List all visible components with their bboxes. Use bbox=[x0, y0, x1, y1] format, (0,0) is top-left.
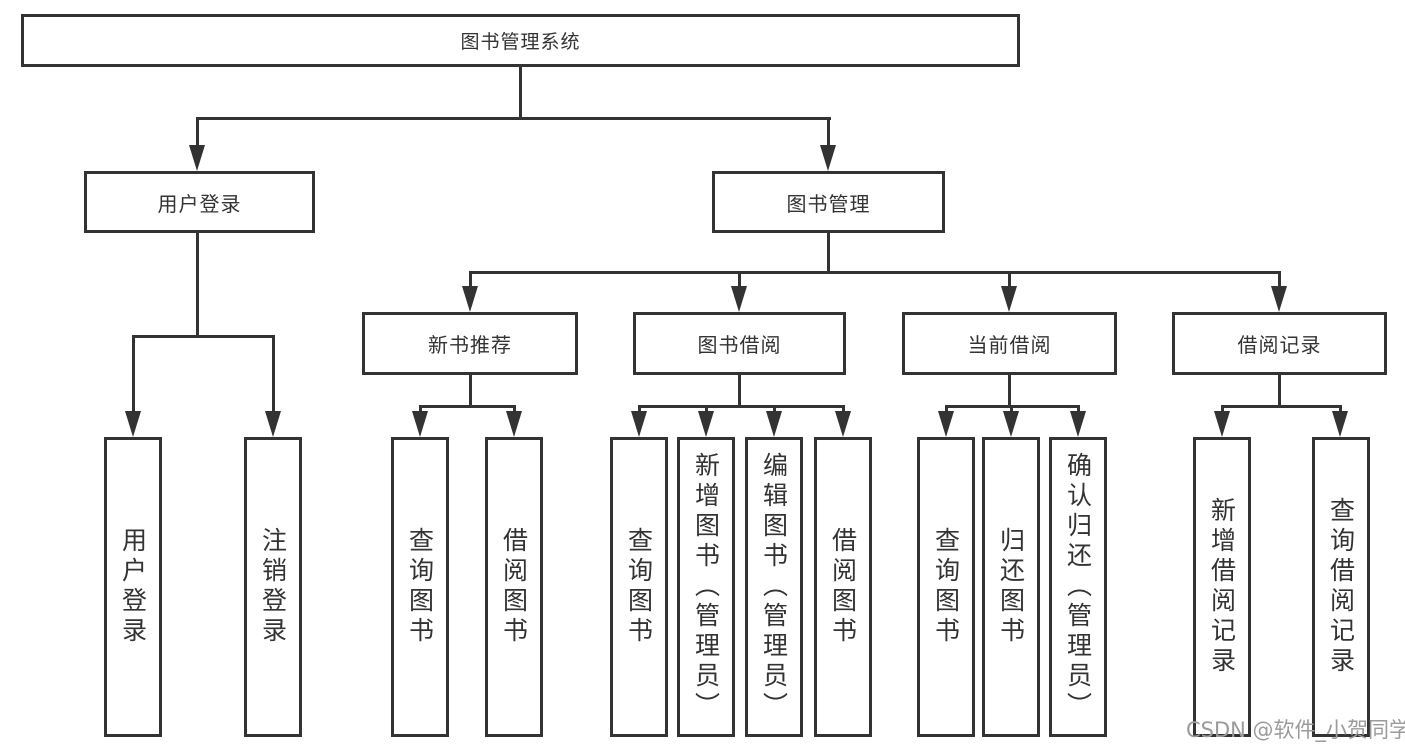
leaf-query-books: 查询图书 bbox=[391, 437, 449, 737]
arrow-head bbox=[766, 411, 782, 437]
connector-line bbox=[513, 405, 516, 413]
leaf-logout: 注销登录 bbox=[244, 437, 302, 737]
connector-line bbox=[638, 405, 641, 413]
connector-line bbox=[1008, 271, 1011, 288]
arrow-head bbox=[698, 411, 714, 437]
arrow-head bbox=[1001, 286, 1017, 312]
node-new-book-recommend: 新书推荐 bbox=[362, 312, 578, 375]
connector-line bbox=[519, 67, 522, 117]
node-book-borrowing: 图书借阅 bbox=[633, 312, 846, 375]
connector-line bbox=[419, 405, 515, 408]
connector-line bbox=[272, 335, 275, 413]
arrow-head bbox=[1070, 411, 1086, 437]
connector-line bbox=[638, 405, 844, 408]
arrow-head bbox=[462, 286, 478, 312]
node-borrowing-records: 借阅记录 bbox=[1172, 312, 1387, 375]
connector-line bbox=[1010, 405, 1013, 413]
connector-line bbox=[1278, 271, 1281, 288]
node-user-login: 用户登录 bbox=[84, 171, 315, 233]
connector-line bbox=[1221, 405, 1224, 413]
leaf-user-login: 用户登录 bbox=[104, 437, 162, 737]
connector-line bbox=[1077, 405, 1080, 413]
arrow-head bbox=[189, 145, 205, 171]
leaf-confirm-return-admin: 确认归还（管理员） bbox=[1049, 437, 1107, 737]
leaf-borrow-books: 借阅图书 bbox=[485, 437, 543, 737]
node-library-system: 图书管理系统 bbox=[21, 14, 1020, 67]
arrow-head bbox=[125, 411, 141, 437]
leaf-query-books: 查询图书 bbox=[610, 437, 668, 737]
arrow-head bbox=[1332, 411, 1348, 437]
leaf-return-books: 归还图书 bbox=[982, 437, 1040, 737]
connector-line bbox=[705, 405, 708, 413]
connector-line bbox=[132, 335, 135, 413]
csdn-watermark: CSDN @软件_小贺同学 bbox=[1186, 718, 1405, 742]
arrow-head bbox=[631, 411, 647, 437]
leaf-query-books: 查询图书 bbox=[917, 437, 975, 737]
connector-line bbox=[132, 335, 274, 338]
node-current-borrowing: 当前借阅 bbox=[902, 312, 1117, 375]
arrow-head bbox=[835, 411, 851, 437]
connector-line bbox=[419, 405, 422, 413]
leaf-query-borrow-record: 查询借阅记录 bbox=[1312, 437, 1370, 737]
connector-line bbox=[197, 117, 831, 120]
connector-line bbox=[196, 117, 199, 146]
leaf-borrow-books: 借阅图书 bbox=[814, 437, 872, 737]
arrow-head bbox=[1003, 411, 1019, 437]
node-book-management: 图书管理 bbox=[712, 171, 945, 233]
connector-line bbox=[945, 405, 948, 413]
arrow-head bbox=[506, 411, 522, 437]
connector-line bbox=[1339, 405, 1342, 413]
arrow-head bbox=[412, 411, 428, 437]
arrow-head bbox=[731, 286, 747, 312]
connector-line bbox=[1278, 375, 1281, 405]
connector-line bbox=[469, 271, 1281, 274]
connector-line bbox=[196, 233, 199, 335]
connector-line bbox=[469, 375, 472, 405]
connector-line bbox=[842, 405, 845, 413]
connector-line bbox=[469, 271, 472, 288]
arrow-head bbox=[820, 145, 836, 171]
leaf-edit-book-admin: 编辑图书（管理员） bbox=[745, 437, 803, 737]
connector-line bbox=[738, 271, 741, 288]
arrow-head bbox=[1214, 411, 1230, 437]
connector-line bbox=[827, 233, 830, 271]
connector-line bbox=[1008, 375, 1011, 405]
connector-line bbox=[773, 405, 776, 413]
connector-line bbox=[1221, 405, 1342, 408]
leaf-add-borrow-record: 新增借阅记录 bbox=[1193, 437, 1251, 737]
connector-line bbox=[738, 375, 741, 405]
arrow-head bbox=[265, 411, 281, 437]
leaf-add-book-admin: 新增图书（管理员） bbox=[677, 437, 735, 737]
arrow-head bbox=[1271, 286, 1287, 312]
connector-line bbox=[827, 117, 830, 146]
arrow-head bbox=[938, 411, 954, 437]
